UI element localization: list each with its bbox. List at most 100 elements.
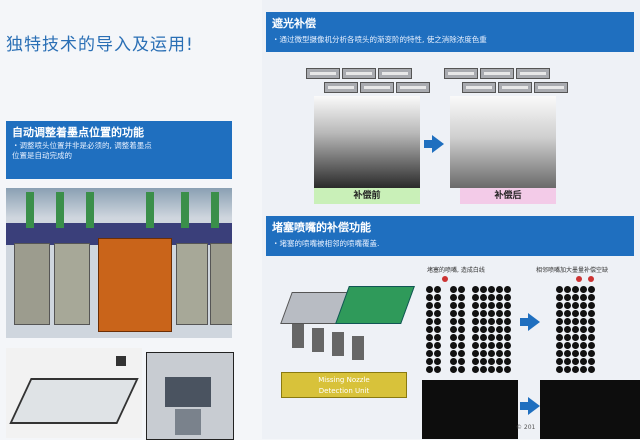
nozzle-dot: [480, 302, 487, 309]
nozzle-dot: [504, 350, 511, 357]
nozzle-dot: [504, 286, 511, 293]
printhead-icon: [516, 68, 550, 79]
nozzle-dot: [588, 302, 595, 309]
carriage-rail: [6, 223, 232, 245]
nozzle-desc: ・堵塞的喷嘴被相邻的喷嘴覆盖.: [272, 239, 380, 248]
nozzle-dot: [450, 366, 457, 373]
nozzle-dot: [488, 318, 495, 325]
nozzle-block: [312, 328, 324, 352]
nozzle-dot: [580, 302, 587, 309]
nozzle-dot: [434, 350, 441, 357]
nozzle-dot: [496, 334, 503, 341]
printhead-icon: [444, 68, 478, 79]
nozzle-dot: [480, 366, 487, 373]
nozzle-dot: [564, 366, 571, 373]
nozzle-dot: [556, 342, 563, 349]
nozzle-dot: [442, 366, 449, 373]
nozzle-dot: [572, 302, 579, 309]
nozzle-dot: [426, 350, 433, 357]
printhead-icon: [378, 68, 412, 79]
shading-panel: 遮光补偿 ・通过微型摄像机分析各喷头的渐变阶的特性, 使之消除浓度色重: [266, 12, 634, 52]
nozzle-dot: [496, 366, 503, 373]
nozzle-dot: [472, 318, 479, 325]
printhead-icon: [306, 68, 340, 79]
nozzle-dot: [480, 294, 487, 301]
nozzle-dot: [472, 342, 479, 349]
highlighted-printhead-module: [98, 238, 172, 332]
nozzle-dot: [480, 350, 487, 357]
nozzle-dot: [472, 310, 479, 317]
nozzle-dot: [556, 334, 563, 341]
nozzle-dot: [458, 326, 465, 333]
camera-mount: [175, 409, 201, 435]
printhead-module: [176, 243, 208, 325]
sample-glyph: [432, 400, 444, 428]
before-label: 补偿前: [314, 188, 420, 204]
nozzle-dot: [434, 302, 441, 309]
nozzle-block: [352, 336, 364, 360]
nozzle-dot: [434, 310, 441, 317]
printhead-icon: [342, 68, 376, 79]
auto-adjust-panel: 自动调整着墨点位置的功能 ・调整喷头位置并非是必须的, 调整着墨点 位置是自动完…: [6, 121, 232, 179]
nozzle-dot: [450, 318, 457, 325]
nozzle-dot: [580, 318, 587, 325]
camera-photo: [146, 352, 234, 440]
nozzle-dot: [442, 326, 449, 333]
nozzle-panel: 堵塞喷嘴的补偿功能 ・堵塞的喷嘴被相邻的喷嘴覆盖.: [266, 216, 634, 256]
nozzle-dot: [426, 342, 433, 349]
cable: [86, 192, 94, 228]
nozzle-dot: [504, 294, 511, 301]
printhead-icon: [324, 82, 358, 93]
nozzle-dot: [588, 310, 595, 317]
nozzle-dot: [588, 350, 595, 357]
nozzle-dot: [480, 342, 487, 349]
auto-adjust-desc-line2: 位置是自动完成的: [12, 151, 72, 160]
nozzle-dot: [580, 294, 587, 301]
nozzle-dot: [472, 334, 479, 341]
nozzle-dot: [488, 326, 495, 333]
nozzle-dot: [580, 326, 587, 333]
nozzle-dot: [450, 286, 457, 293]
nozzle-heading: 堵塞喷嘴的补偿功能: [272, 221, 371, 234]
nozzle-dot: [488, 358, 495, 365]
detection-unit-body: [335, 286, 415, 324]
nozzle-dot: [442, 350, 449, 357]
nozzle-dot: [480, 326, 487, 333]
nozzle-dot: [564, 342, 571, 349]
nozzle-dot: [564, 358, 571, 365]
nozzle-dot: [426, 358, 433, 365]
nozzle-dot: [426, 310, 433, 317]
nozzle-dot: [504, 310, 511, 317]
printhead-module: [54, 243, 90, 325]
nozzle-dot: [588, 326, 595, 333]
nozzle-dot: [496, 286, 503, 293]
nozzle-dot: [572, 286, 579, 293]
printhead-carriage-illustration: [6, 188, 232, 338]
nozzle-dot: [426, 302, 433, 309]
nozzle-dot: [572, 318, 579, 325]
arrow-right-icon: [528, 397, 540, 415]
nozzle-dot: [426, 334, 433, 341]
auto-adjust-heading: 自动调整着墨点位置的功能: [12, 126, 144, 139]
nozzle-dot: [580, 366, 587, 373]
nozzle-dot: [426, 366, 433, 373]
arrow-icon-shaft: [520, 402, 528, 410]
nozzle-dot: [504, 358, 511, 365]
nozzle-dot: [450, 326, 457, 333]
nozzle-dot: [572, 310, 579, 317]
cable-area: [6, 188, 232, 218]
cable: [26, 192, 34, 228]
nozzle-dot: [564, 310, 571, 317]
nozzle-dot: [442, 334, 449, 341]
nozzle-dot: [580, 286, 587, 293]
nozzle-dot: [488, 302, 495, 309]
printhead-module: [14, 243, 50, 325]
nozzle-dot: [472, 358, 479, 365]
nozzle-dot: [458, 302, 465, 309]
nozzle-dot: [556, 286, 563, 293]
nozzle-dot: [588, 294, 595, 301]
nozzle-dot: [480, 358, 487, 365]
auto-adjust-desc-line1: ・调整喷头位置并非是必须的, 调整着墨点: [12, 141, 152, 150]
nozzle-dot: [588, 286, 595, 293]
nozzle-dot: [442, 342, 449, 349]
